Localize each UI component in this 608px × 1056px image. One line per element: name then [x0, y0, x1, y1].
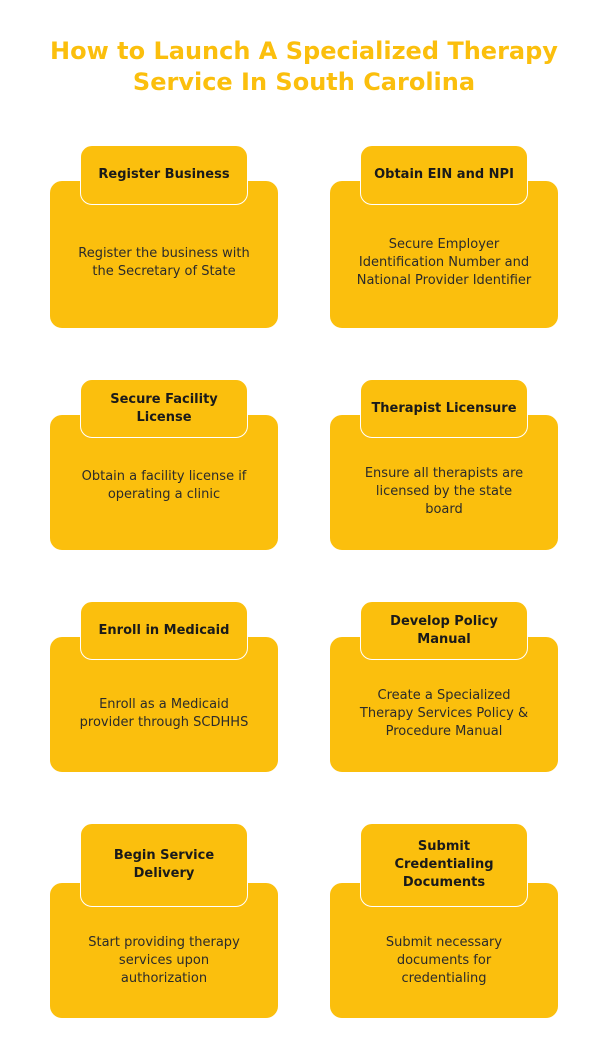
step-heading: Submit Credentialing Documents: [360, 823, 528, 907]
title-line-2: Service In South Carolina: [132, 68, 476, 96]
step-heading: Obtain EIN and NPI: [360, 145, 528, 205]
step-heading: Therapist Licensure: [360, 379, 528, 438]
step-heading: Register Business: [80, 145, 248, 205]
title-line-1: How to Launch A Specialized Therapy: [50, 37, 558, 65]
step-heading: Enroll in Medicaid: [80, 601, 248, 660]
step-heading: Secure Facility License: [80, 379, 248, 438]
step-heading: Develop Policy Manual: [360, 601, 528, 660]
page-title: How to Launch A Specialized Therapy Serv…: [0, 36, 608, 98]
step-heading: Begin Service Delivery: [80, 823, 248, 907]
